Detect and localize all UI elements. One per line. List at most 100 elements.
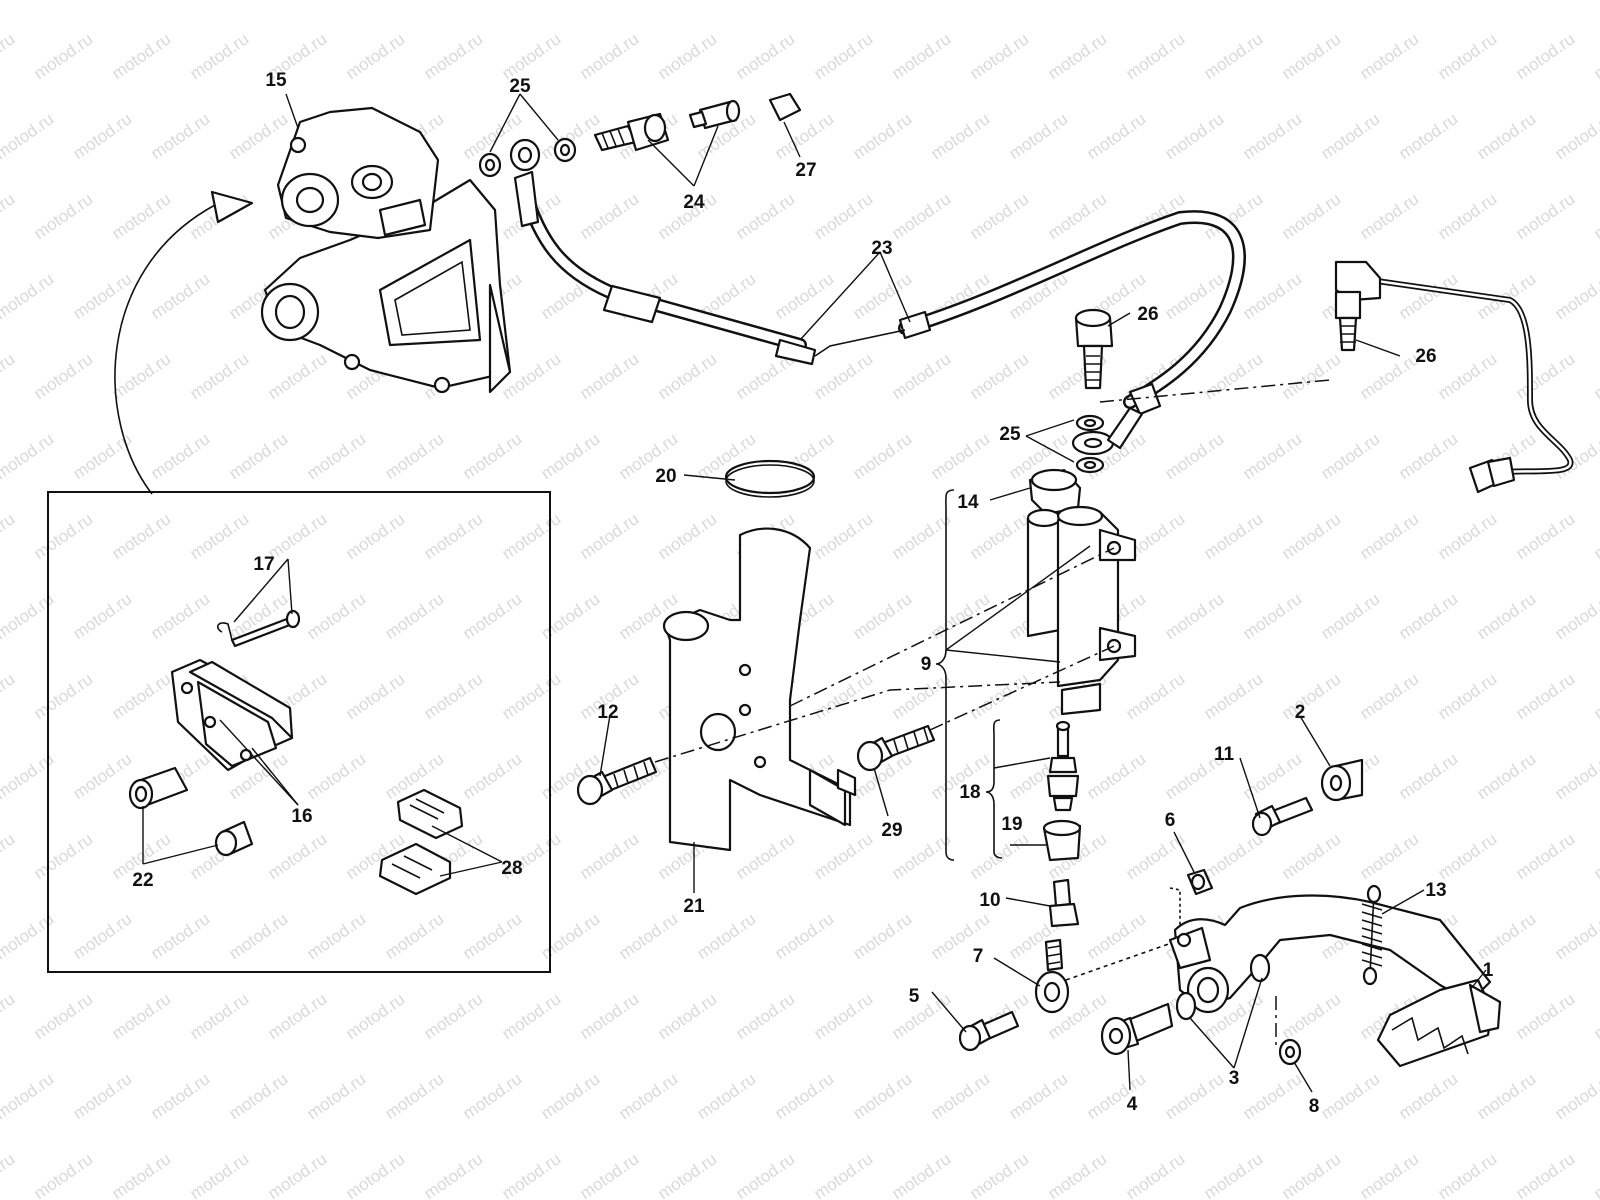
leader-lines [142, 93, 1487, 1093]
brake-pedal [1168, 894, 1502, 1068]
watermark-text: motod.ru [30, 509, 96, 563]
watermark-text: motod.ru [108, 1149, 174, 1200]
pad-retaining-pin [128, 766, 189, 810]
watermark-text: motod.ru [1551, 749, 1600, 803]
watermark-text: motod.ru [1512, 349, 1578, 403]
brake-caliper [260, 106, 512, 394]
watermark-text: motod.ru [1356, 1149, 1422, 1200]
watermark-text: motod.ru [1200, 349, 1266, 403]
watermark-text: motod.ru [420, 989, 486, 1043]
watermark-text: motod.ru [810, 509, 876, 563]
watermark-text: motod.ru [459, 589, 525, 643]
watermark-text: motod.ru [1278, 1149, 1344, 1200]
watermark-text: motod.ru [1278, 189, 1344, 243]
watermark-text: motod.ru [888, 669, 954, 723]
watermark-text: motod.ru [420, 509, 486, 563]
watermark-text: motod.ru [1356, 29, 1422, 83]
watermark-text: motod.ru [732, 989, 798, 1043]
watermark-text: motod.ru [147, 909, 213, 963]
watermark-text: motod.ru [1395, 0, 1461, 3]
callout-22: 22 [132, 870, 153, 891]
watermark-text: motod.ru [810, 989, 876, 1043]
watermark-text: motod.ru [0, 269, 57, 323]
watermark-text: motod.ru [303, 749, 369, 803]
return-spring [1361, 884, 1383, 986]
watermark-text: motod.ru [147, 0, 213, 3]
nut-6 [1186, 868, 1214, 896]
watermark-text: motod.ru [108, 349, 174, 403]
watermark-text: motod.ru [0, 509, 18, 563]
callout-28: 28 [501, 858, 522, 879]
callout-13: 13 [1425, 880, 1446, 901]
callout-29: 29 [881, 820, 902, 841]
watermark-text: motod.ru [966, 349, 1032, 403]
spacer-2 [1320, 758, 1364, 802]
watermark-text: motod.ru [1278, 349, 1344, 403]
watermark-text: motod.ru [849, 909, 915, 963]
watermark-text: motod.ru [69, 589, 135, 643]
watermark-text: motod.ru [732, 1149, 798, 1200]
watermark-text: motod.ru [1044, 189, 1110, 243]
callout-16: 16 [291, 806, 312, 827]
callout-5: 5 [909, 986, 920, 1007]
watermark-text: motod.ru [1590, 1149, 1600, 1200]
watermark-text: motod.ru [420, 29, 486, 83]
watermark-text: motod.ru [1278, 669, 1344, 723]
watermark-text: motod.ru [927, 109, 993, 163]
callout-9: 9 [921, 654, 932, 675]
watermark-text: motod.ru [69, 109, 135, 163]
watermark-text: motod.ru [1473, 589, 1539, 643]
watermark-text: motod.ru [1317, 589, 1383, 643]
watermark-text: motod.ru [381, 0, 447, 3]
pin-plug [214, 820, 254, 857]
watermark-text: motod.ru [147, 429, 213, 483]
watermark-text: motod.ru [810, 29, 876, 83]
watermark-text: motod.ru [810, 189, 876, 243]
watermark-text: motod.ru [1473, 909, 1539, 963]
watermark-text: motod.ru [1551, 909, 1600, 963]
clamp-ring [724, 459, 816, 498]
bolt-11 [1251, 796, 1314, 837]
watermark-text: motod.ru [1200, 829, 1266, 883]
callout-2: 2 [1295, 702, 1306, 723]
watermark-text: motod.ru [459, 749, 525, 803]
watermark-text: motod.ru [69, 429, 135, 483]
watermark-text: motod.ru [0, 0, 57, 3]
callout-11: 11 [1214, 744, 1235, 765]
callout-19: 19 [1001, 814, 1022, 835]
watermark-text: motod.ru [30, 349, 96, 403]
watermark-text: motod.ru [1239, 269, 1305, 323]
watermark-text: motod.ru [1200, 1149, 1266, 1200]
callout-26-center: 26 [1137, 304, 1158, 325]
watermark-text: motod.ru [303, 1069, 369, 1123]
watermark-text: motod.ru [615, 909, 681, 963]
watermark-text: motod.ru [654, 349, 720, 403]
watermark-text: motod.ru [849, 589, 915, 643]
watermark-text: motod.ru [342, 669, 408, 723]
watermark-text: motod.ru [1161, 429, 1227, 483]
watermark-text: motod.ru [1512, 829, 1578, 883]
dust-boot [1042, 819, 1082, 862]
watermark-text: motod.ru [888, 29, 954, 83]
mounting-bracket [662, 527, 857, 852]
watermark-text: motod.ru [0, 189, 18, 243]
callout-25-upper: 25 [509, 76, 531, 97]
washer-8 [1278, 1038, 1302, 1066]
watermark-text: motod.ru [420, 669, 486, 723]
watermark-text: motod.ru [186, 509, 252, 563]
watermark-text: motod.ru [1356, 509, 1422, 563]
watermark-text: motod.ru [1434, 29, 1500, 83]
watermark-text: motod.ru [420, 1149, 486, 1200]
watermark-text: motod.ru [888, 189, 954, 243]
watermark-text: motod.ru [1044, 29, 1110, 83]
watermark-text: motod.ru [264, 349, 330, 403]
watermark-text: motod.ru [1434, 349, 1500, 403]
callout-23: 23 [871, 238, 892, 259]
watermark-text: motod.ru [849, 269, 915, 323]
watermark-text: motod.ru [732, 29, 798, 83]
watermark-text: motod.ru [0, 1149, 18, 1200]
watermark-text: motod.ru [1512, 669, 1578, 723]
watermark-text: motod.ru [1083, 0, 1149, 3]
watermark-text: motod.ru [0, 1069, 57, 1123]
watermark-text: motod.ru [537, 909, 603, 963]
